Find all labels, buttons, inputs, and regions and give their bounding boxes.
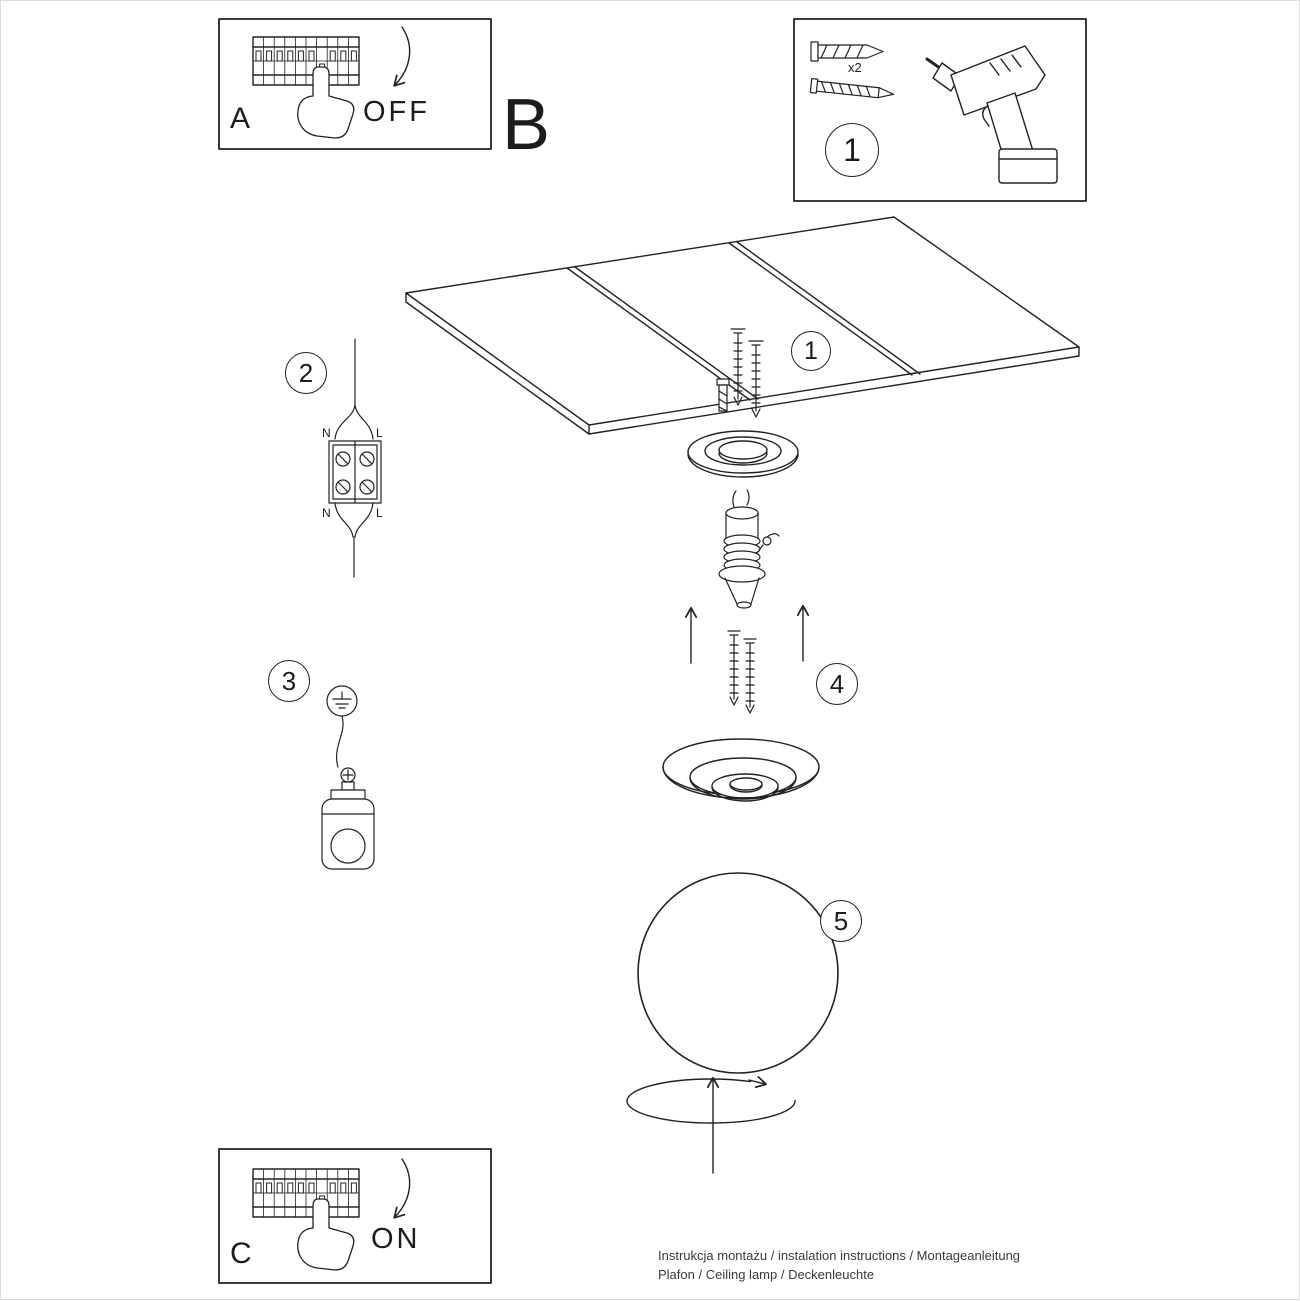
- wire-label-n-bottom: N: [322, 506, 331, 520]
- step-marker-wiring: 2: [285, 352, 327, 394]
- section-b-label: B: [502, 85, 551, 165]
- panel-a-letter: A: [230, 102, 251, 135]
- wall-plug-icon: [810, 41, 884, 62]
- step-marker-parts: 1: [825, 123, 879, 177]
- lamp-socket: [718, 489, 780, 609]
- terminal-block-assembly: [328, 338, 382, 578]
- step-marker-canopy: 4: [816, 663, 858, 705]
- parts-frame: [793, 18, 1087, 202]
- wire-label-l-bottom: L: [376, 506, 383, 520]
- footer-line-1: Instrukcja montażu / instalation instruc…: [658, 1248, 1021, 1263]
- ground-assembly: [321, 685, 375, 870]
- ceiling-screws: [716, 328, 764, 418]
- footer-line-2: Plafon / Ceiling lamp / Deckenleuchte: [658, 1266, 875, 1282]
- step-marker-ceiling: 1: [791, 331, 831, 371]
- footer-caption: Instrukcja montażu / instalation instruc…: [658, 1247, 1020, 1285]
- screw-icon: [809, 78, 895, 99]
- rotation-indicator: [626, 1076, 796, 1174]
- anchor-quantity-label: x2: [848, 60, 862, 75]
- step-marker-globe: 5: [820, 900, 862, 942]
- wire-label-l-top: L: [376, 426, 383, 440]
- glass-globe: [637, 872, 839, 1074]
- ceiling-panels: [405, 216, 1080, 435]
- canopy-screws: [727, 630, 757, 714]
- step-marker-ground: 3: [268, 660, 310, 702]
- wire-label-n-top: N: [322, 426, 331, 440]
- canopy: [662, 738, 820, 802]
- mounting-ring: [687, 430, 799, 478]
- breaker-on-frame: [218, 1148, 492, 1284]
- up-arrows: [684, 604, 810, 664]
- on-label: ON: [371, 1223, 421, 1255]
- drill-icon: [925, 45, 1058, 184]
- off-label: OFF: [363, 96, 430, 128]
- panel-c-letter: C: [230, 1237, 252, 1270]
- breaker-off-frame: [218, 18, 492, 150]
